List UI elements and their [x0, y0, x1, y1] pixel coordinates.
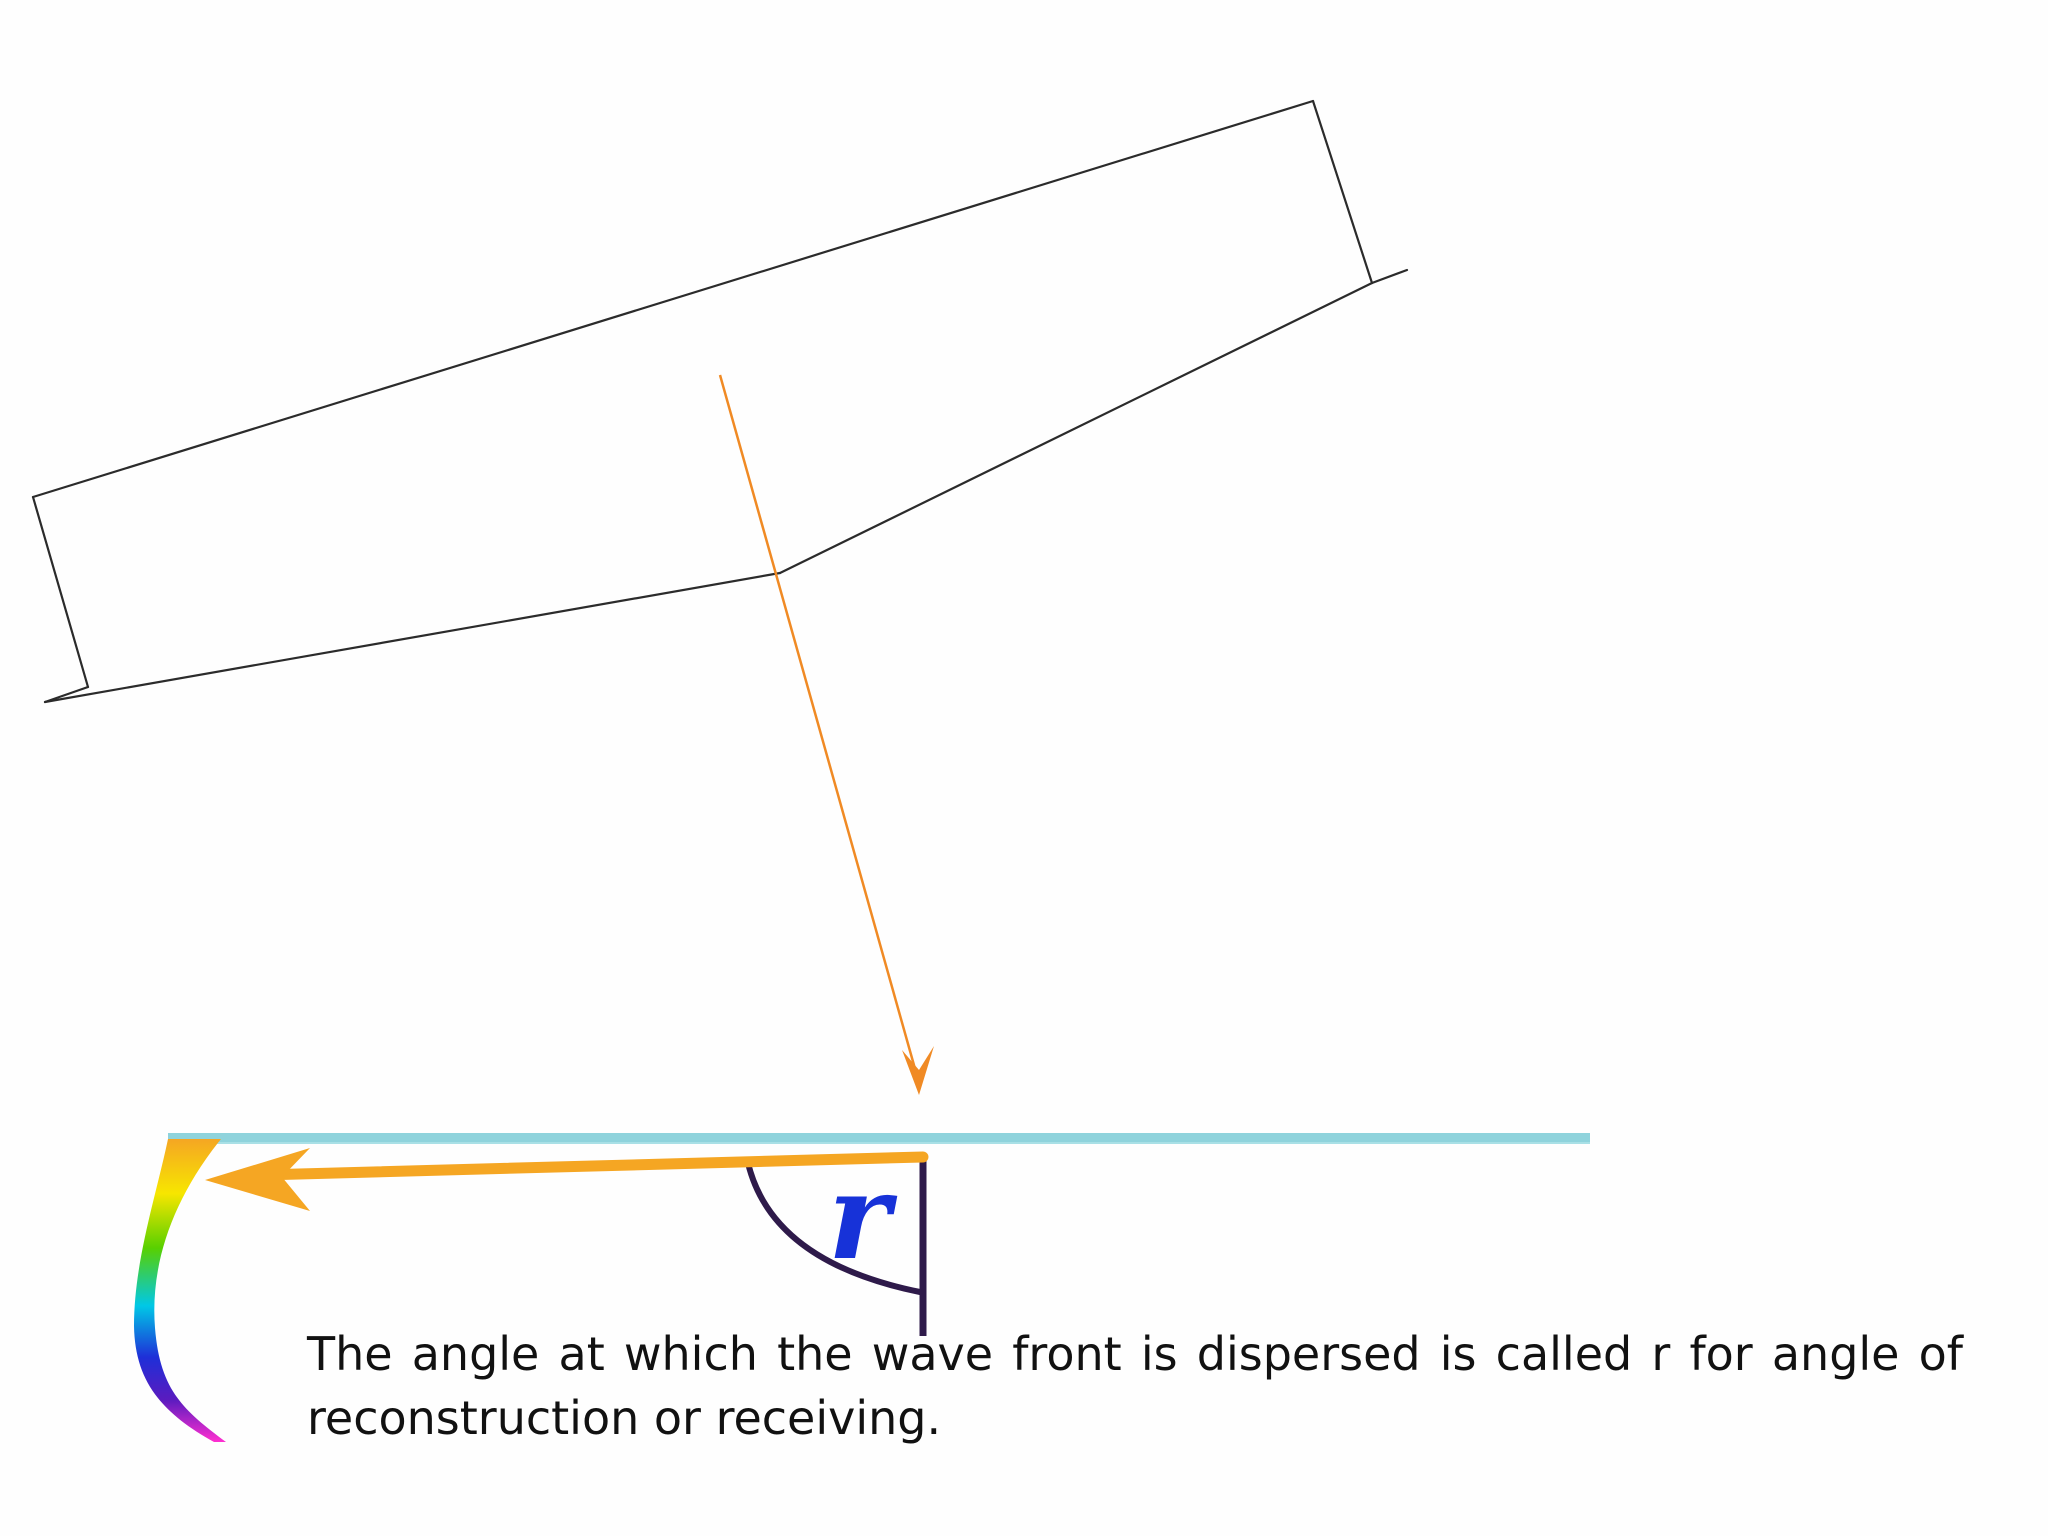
outline-right-tick [1370, 268, 1409, 285]
spectrum-band [134, 1139, 226, 1442]
incident-ray-arrowhead [902, 1046, 934, 1095]
outline-left-tick [43, 685, 90, 704]
angle-label: r [828, 1147, 898, 1286]
outline-lower-right-edge [778, 281, 1374, 575]
reflecting-surface [168, 1133, 1590, 1144]
reconstructed-ray-line [256, 1151, 929, 1181]
angle-arc [745, 1160, 923, 1295]
wavefront-outline [31, 99, 1409, 704]
outline-left-edge [31, 495, 90, 689]
incident-ray [718, 374, 934, 1095]
reconstructed-ray-arrowhead [205, 1148, 310, 1211]
reflecting-surface-edge [168, 1142, 1590, 1144]
reconstructed-ray [205, 1148, 929, 1211]
outline-lower-left-edge [43, 571, 782, 704]
outline-right-edge [1311, 99, 1374, 285]
caption-text: The angle at which the wave front is dis… [307, 1327, 1963, 1445]
outline-top-edge [31, 99, 1315, 499]
incident-ray-line [718, 374, 921, 1084]
